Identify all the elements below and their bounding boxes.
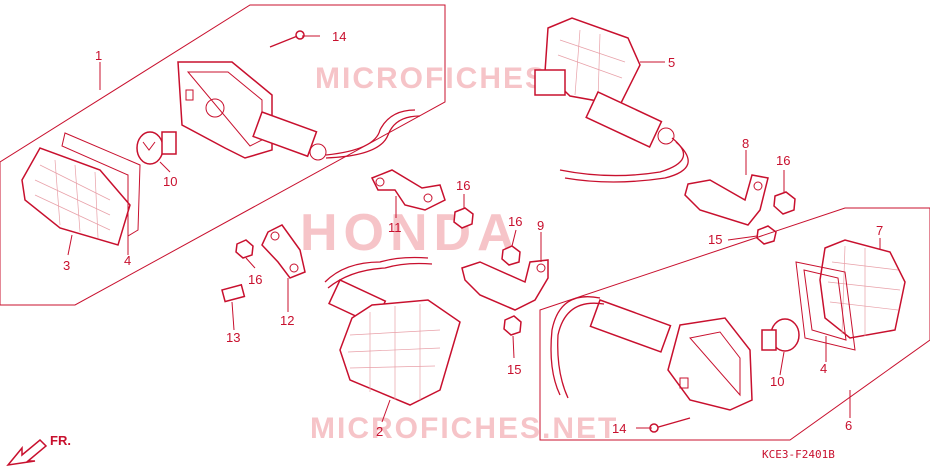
bracket-8 — [684, 174, 769, 226]
nut-15-center — [503, 315, 522, 336]
callout-6: 6 — [845, 418, 852, 433]
callout-16-left: 16 — [248, 272, 262, 287]
watermark-center: HONDA — [300, 204, 521, 262]
callout-16-right: 16 — [776, 153, 790, 168]
callout-15-right: 15 — [708, 232, 722, 247]
right-top-winker-assembly — [534, 17, 689, 183]
callout-11: 11 — [388, 220, 402, 235]
callout-14-bottom: 14 — [612, 421, 626, 436]
callout-3: 3 — [63, 258, 70, 273]
screw-right-bottom — [654, 417, 691, 429]
right-bottom-winker-assembly — [539, 207, 930, 441]
bracket-9 — [461, 259, 549, 311]
callout-2: 2 — [376, 424, 383, 439]
lens-left-front — [21, 147, 131, 246]
callout-7: 7 — [876, 223, 883, 238]
nut-16-left — [235, 239, 254, 259]
callout-9: 9 — [537, 218, 544, 233]
nut-15-right — [756, 225, 777, 245]
callout-4-left: 4 — [124, 253, 131, 268]
callout-14-top: 14 — [332, 29, 346, 44]
callout-8: 8 — [742, 136, 749, 151]
callout-10-left: 10 — [163, 174, 177, 189]
callout-13: 13 — [226, 330, 240, 345]
diagram-code: KCE3-F2401B — [762, 448, 835, 461]
callout-12: 12 — [280, 313, 294, 328]
callout-labels: 1 3 4 10 14 5 8 16 15 11 16 16 9 15 16 1… — [63, 29, 883, 439]
leader-lines — [67, 35, 881, 429]
bracket-12 — [261, 224, 306, 279]
lower-center-winker-assembly — [324, 256, 461, 406]
nut-16-right — [773, 191, 796, 215]
screw-left-front — [269, 34, 301, 48]
callout-16-center: 16 — [456, 178, 470, 193]
callout-5: 5 — [668, 55, 675, 70]
callout-4-right: 4 — [820, 361, 827, 376]
callout-10-right: 10 — [770, 374, 784, 389]
front-arrow-label: FR. — [50, 433, 71, 448]
nut-16-center — [453, 207, 474, 229]
bulb-left-front — [136, 131, 177, 165]
bolt-13 — [221, 283, 246, 303]
bracket-11 — [370, 169, 446, 211]
front-arrow: FR. — [6, 433, 71, 467]
callout-1: 1 — [95, 48, 102, 63]
callout-15-center: 15 — [507, 362, 521, 377]
front-arrow-icon — [6, 438, 48, 467]
left-winker-assembly — [0, 4, 446, 306]
callout-16-center2: 16 — [508, 214, 522, 229]
housing-left-front — [177, 61, 421, 161]
